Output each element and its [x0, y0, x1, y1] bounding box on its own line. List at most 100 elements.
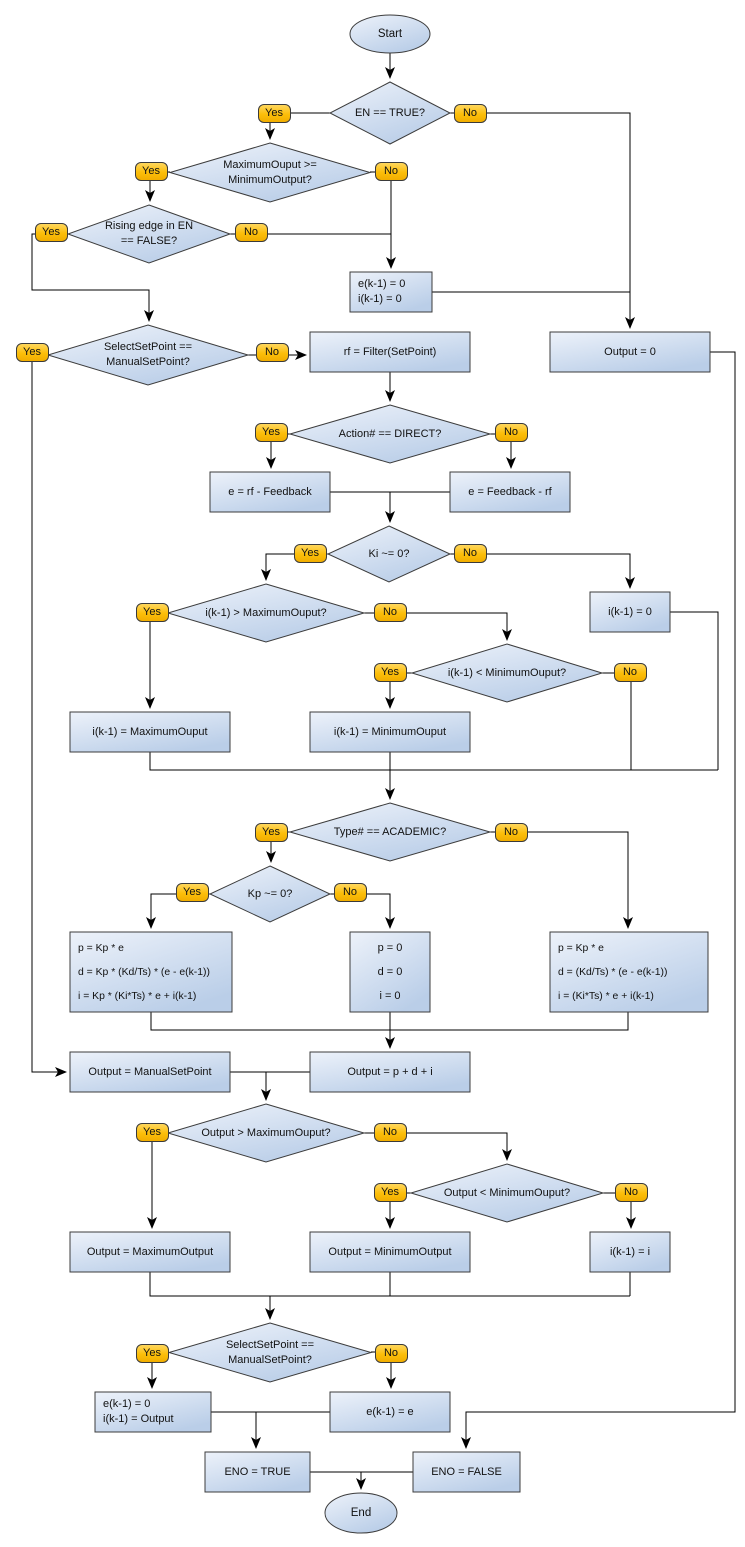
label-ik1min-yes-text: Yes: [381, 666, 399, 678]
node-shape-process-rf-filter: [309, 331, 471, 373]
node-shape-end: [324, 1492, 398, 1534]
label-kp-no: No: [333, 882, 367, 902]
label-outmin-yes: Yes: [373, 1182, 407, 1202]
label-maxmin-yes-text: Yes: [142, 165, 160, 177]
label-ki-no-text: No: [462, 547, 478, 559]
label-select1-no-text: No: [264, 346, 280, 358]
label-select2-yes-text: Yes: [143, 1347, 161, 1359]
node-shape-process-output-0: [549, 331, 711, 373]
connector-3: [370, 171, 396, 269]
label-select1-yes-text: Yes: [23, 346, 41, 358]
node-shape-process-e-rf-feedback: [209, 471, 331, 513]
label-action-yes-text: Yes: [262, 426, 280, 438]
label-kp-no-text: No: [342, 886, 358, 898]
node-shape-process-reset-ek-ik-output: [94, 1391, 212, 1433]
connector-16: [450, 553, 635, 589]
label-outmax-no: No: [373, 1122, 407, 1142]
node-shape-process-pid-standard: [549, 931, 709, 1013]
connector-20: [602, 672, 632, 770]
connector-2: [450, 112, 635, 329]
node-shape-decision-ik1-max: [166, 583, 366, 643]
node-shape-decision-output-max: [166, 1103, 366, 1163]
node-shape-process-pid-zero: [349, 931, 431, 1013]
label-type-no-text: No: [503, 826, 519, 838]
label-outmin-yes-text: Yes: [381, 1186, 399, 1198]
label-outmin-no-text: No: [623, 1186, 639, 1198]
node-shape-process-output-maxoutput: [69, 1231, 231, 1273]
label-ik1max-no: No: [373, 602, 407, 622]
label-type-no: No: [494, 822, 528, 842]
node-shape-decision-select-setpoint-2: [167, 1322, 373, 1383]
node-shape-process-reset-ek-ik: [349, 271, 433, 313]
label-select2-yes: Yes: [135, 1343, 169, 1363]
connector-26: [490, 831, 633, 929]
label-en-no-text: No: [462, 107, 478, 119]
label-type-yes-text: Yes: [262, 826, 280, 838]
label-maxmin-yes: Yes: [134, 161, 168, 181]
label-select1-no: No: [255, 342, 289, 362]
node-shape-decision-ki-zero: [326, 525, 452, 583]
label-action-no: No: [494, 422, 528, 442]
label-outmax-no-text: No: [382, 1126, 398, 1138]
label-rising-yes-text: Yes: [42, 226, 60, 238]
connector-22: [149, 752, 718, 771]
node-shape-decision-output-min: [409, 1163, 605, 1223]
connector-30: [390, 1012, 629, 1031]
connector-17: [145, 612, 168, 709]
label-action-yes: Yes: [254, 422, 288, 442]
label-type-yes: Yes: [254, 822, 288, 842]
node-shape-decision-en-true: [328, 81, 452, 145]
connector-35: [364, 1132, 512, 1161]
node-shape-process-ik1-minoutput: [309, 711, 471, 753]
label-ki-yes: Yes: [293, 543, 327, 563]
connector-38: [149, 1272, 630, 1297]
label-select2-no-text: No: [383, 1347, 399, 1359]
node-shape-decision-action-direct: [288, 404, 492, 464]
label-rising-yes: Yes: [34, 222, 68, 242]
label-ik1min-no-text: No: [622, 666, 638, 678]
node-shape-process-pid-academic: [69, 931, 233, 1013]
connector-29: [150, 1012, 390, 1031]
node-shape-decision-max-min: [168, 142, 372, 203]
node-shape-process-output-minoutput: [309, 1231, 471, 1273]
label-rising-no-text: No: [243, 226, 259, 238]
node-shape-decision-select-setpoint-1: [46, 324, 250, 386]
node-shape-process-output-pdi: [309, 1051, 471, 1093]
label-kp-yes-text: Yes: [183, 886, 201, 898]
label-select1-yes: Yes: [15, 342, 49, 362]
node-shape-process-e-feedback-rf: [449, 471, 571, 513]
node-shape-decision-ik1-min: [410, 643, 604, 703]
label-en-yes: Yes: [257, 103, 291, 123]
node-shape-process-eno-false: [412, 1451, 521, 1493]
label-en-yes-text: Yes: [265, 107, 283, 119]
connector-18: [364, 612, 512, 641]
label-maxmin-no: No: [374, 161, 408, 181]
label-action-no-text: No: [503, 426, 519, 438]
label-ik1max-no-text: No: [382, 606, 398, 618]
node-shape-start: [349, 14, 431, 54]
node-shape-decision-rising-edge: [66, 204, 232, 264]
label-ik1max-yes: Yes: [135, 602, 169, 622]
connector-7: [31, 354, 67, 1077]
label-ik1max-yes-text: Yes: [143, 606, 161, 618]
label-outmax-yes-text: Yes: [143, 1126, 161, 1138]
label-rising-no: No: [234, 222, 268, 242]
label-ki-no: No: [453, 543, 487, 563]
node-shape-process-ek1-e: [329, 1391, 451, 1433]
label-kp-yes: Yes: [175, 882, 209, 902]
connector-34: [147, 1132, 168, 1229]
node-shape-process-output-manual: [69, 1051, 231, 1093]
node-shape-decision-type-academic: [288, 802, 492, 862]
node-shape-process-ik1-maxoutput: [69, 711, 231, 753]
node-shape-decision-kp-zero: [208, 865, 332, 923]
label-ik1min-no: No: [613, 662, 647, 682]
node-shape-process-ik1-i: [589, 1231, 671, 1273]
label-maxmin-no-text: No: [383, 165, 399, 177]
label-outmax-yes: Yes: [135, 1122, 169, 1142]
node-shape-process-ik1-0: [589, 591, 671, 633]
label-ki-yes-text: Yes: [301, 547, 319, 559]
label-ik1min-yes: Yes: [373, 662, 407, 682]
node-shape-process-eno-true: [204, 1451, 311, 1493]
